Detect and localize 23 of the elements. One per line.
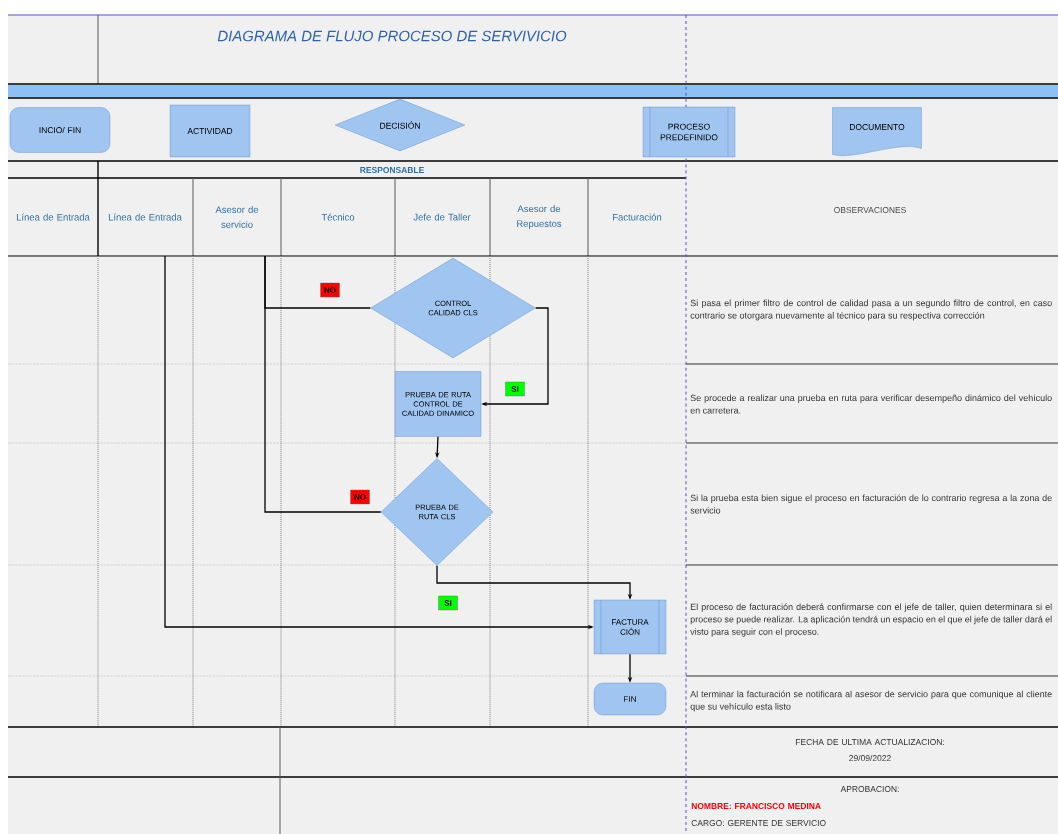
date-heading: FECHA DE ULTIMA ACTUALIZACION: <box>795 739 944 745</box>
column-header: Jefe de Taller <box>413 213 471 221</box>
column-header: Técnico <box>321 213 355 221</box>
approver-name: NOMBRE: FRANCISCO MEDINA <box>691 803 821 809</box>
column-header: Facturación <box>613 213 662 221</box>
observation-text: Si pasa el primer filtro de control de calidad pasa a un segundo filtro de control, en caso contrario se otorgara nuevamente al técnico para su respectiva corrección <box>690 299 1052 321</box>
approval-heading: APROBACION: <box>840 786 899 792</box>
terminator-box: INCIO/ FIN <box>9 107 111 153</box>
column-heading: OBSERVACIONES <box>834 207 906 213</box>
column-header: Línea de Entrada <box>108 213 182 221</box>
observation-text: Se procede a realizar una prueba en ruta para verificar desempeño dinámico del vehículo en carretera. <box>690 394 1052 414</box>
column-header: Asesor de servicio <box>215 206 259 228</box>
column-header: Asesor de Repuestos <box>517 205 562 229</box>
column-group-heading: RESPONSABLE <box>360 167 424 173</box>
title: DIAGRAMA DE FLUJO PROCESO DE SERVIVICIO <box>217 30 567 42</box>
process-box: ACTIVIDAD <box>169 104 251 158</box>
observation-text: El proceso de facturación deberá confirmarse con el jefe de taller, quien determinara si el proceso se puede realizar. La aplicación tendrá un espacio en el que el jefe de taller dará el visto para seguir con el proceso. <box>690 603 1052 637</box>
column-header: Línea de Entrada <box>16 213 90 221</box>
predefined-process-box: PROCESO PREDEFINIDO <box>642 106 736 158</box>
date-text: 29/09/2022 <box>849 754 891 762</box>
approver-role: CARGO: GERENTE DE SERVICIO <box>691 820 826 826</box>
observation-text: Si la prueba esta bien sigue el proceso en facturación de lo contrario regresa a la zona de servicio <box>690 494 1052 514</box>
observation-text: Al terminar la facturación se notificara al asesor de servicio para que comunique al cliente que su vehículo esta listo <box>690 690 1052 712</box>
